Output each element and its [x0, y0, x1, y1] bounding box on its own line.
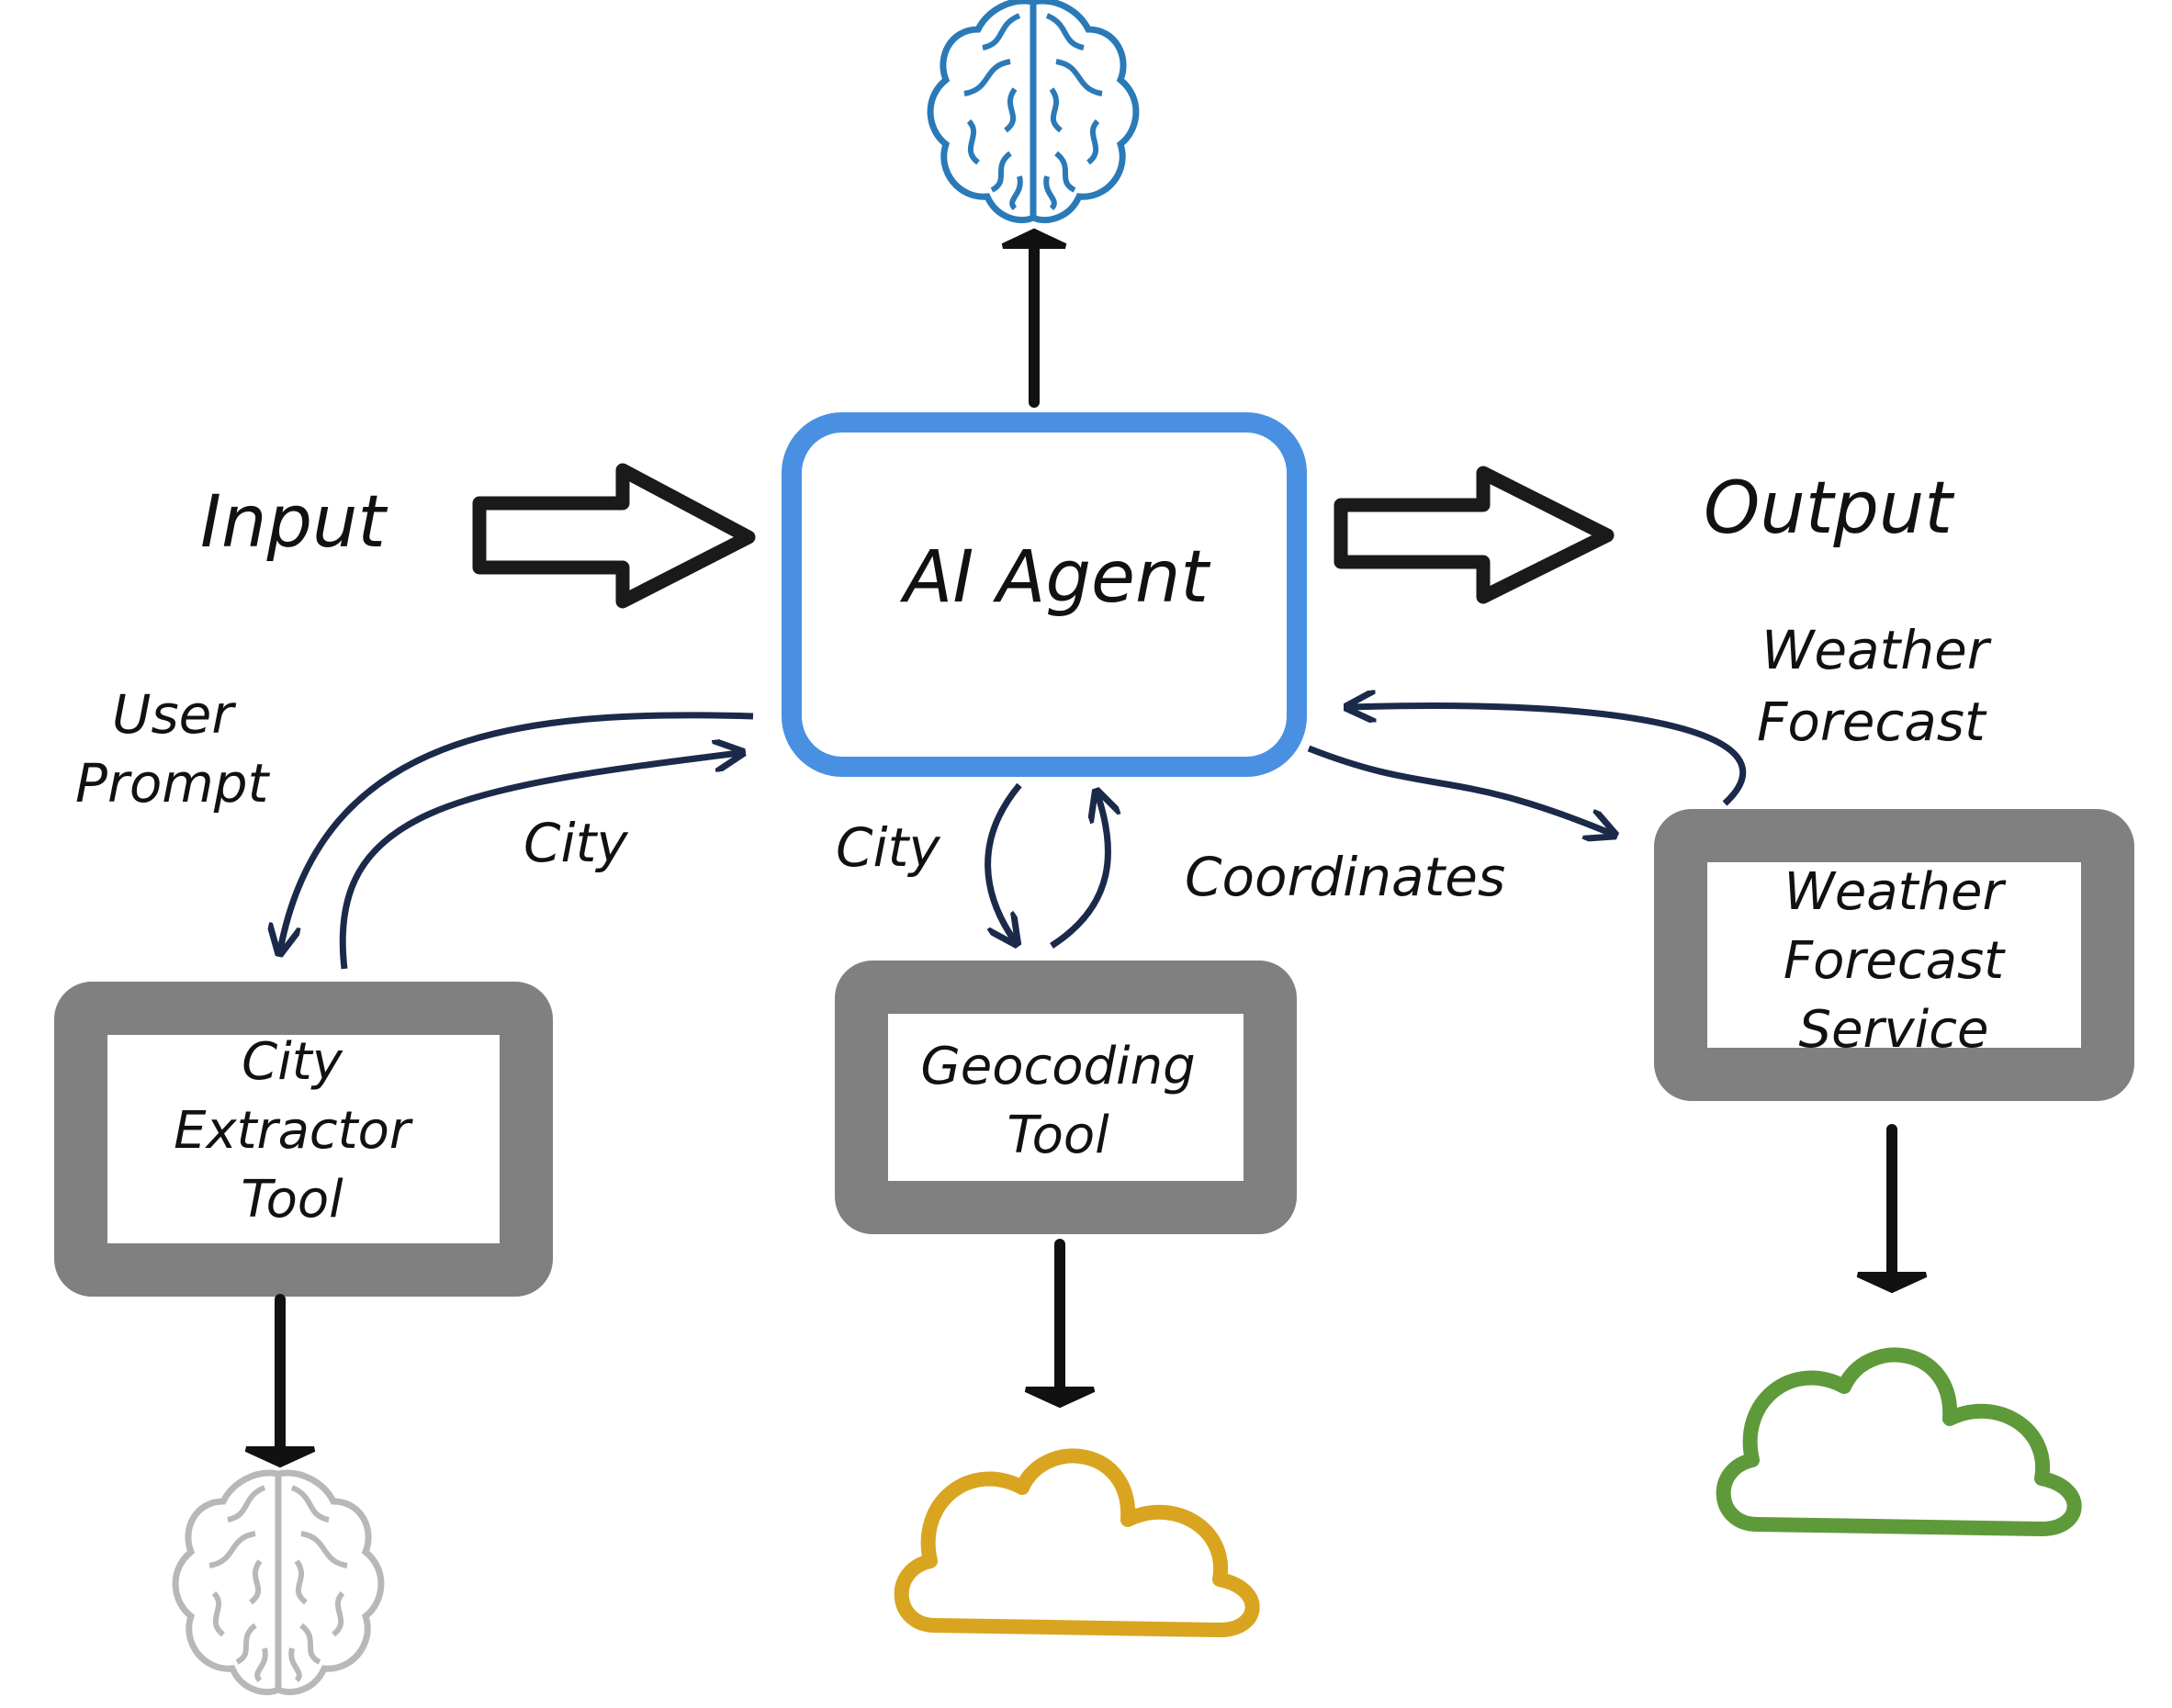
geocoding-tool: Geocoding Tool: [835, 961, 1297, 1234]
arrow-geocoding-to-agent: [1050, 794, 1109, 949]
svg-text:Prompt: Prompt: [75, 752, 271, 815]
svg-text:Forecast: Forecast: [1757, 691, 1987, 753]
svg-text:Forecast: Forecast: [1784, 931, 2006, 991]
arrow-agent-to-city-extractor: [280, 712, 754, 950]
arrow-weather-to-agent: [1350, 705, 1747, 806]
arrow-agent-to-weather: [1307, 745, 1612, 834]
svg-text:Tool: Tool: [241, 1170, 343, 1230]
weather-forecast-label: Weather Forecast: [1757, 619, 1992, 753]
brain-icon: [175, 1473, 381, 1692]
output-label: Output: [1704, 467, 1954, 550]
input-label: Input: [200, 481, 388, 564]
arrow-agent-to-geocoding: [985, 782, 1019, 941]
svg-text:City: City: [242, 1032, 343, 1092]
output-arrow: [1334, 466, 1615, 604]
down-arrow-city-extractor: [244, 1294, 316, 1468]
input-arrow: [472, 463, 756, 609]
city-label-mid: City: [836, 816, 940, 879]
down-arrow-weather: [1856, 1124, 1928, 1294]
ai-agent-box: [782, 412, 1307, 777]
svg-text:Weather: Weather: [1761, 619, 1992, 681]
svg-text:Extractor: Extractor: [174, 1101, 413, 1161]
user-prompt-label: User Prompt: [75, 683, 271, 815]
svg-text:User: User: [112, 683, 236, 746]
weather-forecast-service: Weather Forecast Service: [1654, 809, 2134, 1101]
city-extractor-tool: City Extractor Tool: [54, 982, 553, 1297]
down-arrow-geocoding: [1024, 1239, 1096, 1409]
brain-icon: [930, 1, 1136, 220]
svg-text:Geocoding: Geocoding: [920, 1037, 1195, 1096]
svg-text:Service: Service: [1799, 1000, 1989, 1060]
cloud-icon: [1724, 1354, 2075, 1529]
ai-agent-label: AI Agent: [899, 536, 1210, 619]
arrow-city-extractor-to-agent: [339, 753, 739, 970]
city-label-left: City: [523, 812, 628, 874]
cloud-icon: [902, 1455, 1253, 1630]
up-arrow: [1001, 228, 1067, 408]
svg-text:Tool: Tool: [1007, 1106, 1109, 1165]
svg-text:Weather: Weather: [1784, 862, 2006, 922]
coordinates-label: Coordinates: [1185, 846, 1505, 908]
